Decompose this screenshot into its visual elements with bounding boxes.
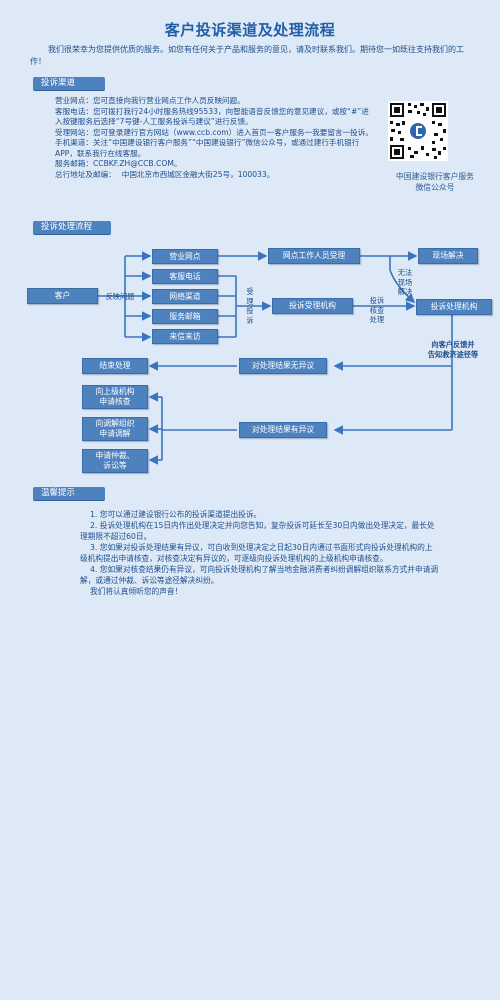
wechat-qr-code [388,101,448,161]
channel-mobile: 手机渠道：关注“中国建设银行客户服务”“中国建设银行”微信公众号，或通过建行手机… [55,138,360,158]
channel-address: 总行地址及邮编：中国北京市西城区金融大街25号，100033。 [55,169,275,179]
tip-closing: 我们将认真倾听您的声音！ [90,587,183,596]
node-onsite: 现场解决 [418,248,478,264]
label-verify: 投诉 核查 处理 [369,296,385,324]
node-arbitration: 申请仲裁、 诉讼等 [82,449,148,473]
section-tips-header: 温馨提示 [33,487,105,501]
node-channel-branch: 营业网点 [152,249,218,264]
node-channel-hotline: 客服电话 [152,269,218,284]
node-staff-accept: 网点工作人员受理 [268,248,360,264]
label-report: 反映问题 [105,292,135,301]
node-review-org: 向上级机构 申请核查 [82,385,148,409]
channel-email: 服务邮箱：CCBKF.ZH@CCB.COM。 [55,159,182,168]
node-complaint-org: 投诉受理机构 [272,298,353,314]
label-feedback: 向客户反馈并 告知救济途径等 [427,340,479,359]
node-channel-letter: 来信来访 [152,329,218,344]
tip-2: 2. 投诉处理机构在15日内作出处理决定并向您告知，复杂投诉可延长至30日内做出… [80,521,435,541]
section-process-header: 投诉处理流程 [33,221,111,235]
qr-caption: 中国建设银行客户服务 微信公众号 [396,172,474,192]
qr-icon [388,101,448,161]
tip-1: 1. 您可以通过建设银行公布的投诉渠道提出投诉。 [90,510,262,519]
label-accept: 受 理 投 诉 [246,287,254,325]
node-customer: 客户 [27,288,98,304]
node-mediation: 向调解组织 申请调解 [82,417,148,441]
page-title: 客户投诉渠道及处理流程 [164,21,336,39]
node-channel-network: 网络渠道 [152,289,218,304]
tips-list: 1. 您可以通过建设银行公布的投诉渠道提出投诉。 2. 投诉处理机构在15日内作… [80,509,440,597]
flow-connectors [98,251,453,465]
channel-hotline: 客服电话：您可拨打我行24小时服务热线95533，向智能语音反馈您的意见建议，或… [55,106,369,127]
channels-list: 营业网点：您可直接向我行营业网点工作人员反映问题。 客服电话：您可拨打我行24小… [55,96,373,180]
node-has-objection: 对处理结果有异议 [239,422,327,438]
channel-branch: 营业网点：您可直接向我行营业网点工作人员反映问题。 [55,96,245,105]
node-process-org: 投诉处理机构 [416,299,492,315]
label-cannot-onsite: 无法 现场 解决 [397,268,413,296]
channel-website: 受理网站：您可登录建行官方网站（www.ccb.com）进入首页一客户服务一我要… [55,127,373,137]
node-close: 结束处理 [82,358,148,374]
intro-text: 我们很荣幸为您提供优质的服务。如您有任何关于产品和服务的意见，请及时联系我们。期… [30,45,464,66]
section-channels-header: 投诉渠道 [33,77,105,91]
tip-3: 3. 您如果对投诉处理结果有异议，可自收到处理决定之日起30日内通过书面形式向投… [80,543,433,563]
node-no-objection: 对处理结果无异议 [239,358,327,374]
node-channel-email: 服务邮箱 [152,309,218,324]
tip-4: 4. 您如果对核查结果仍有异议，可向投诉处理机构了解当地金融消费者纠纷调解组织联… [80,565,439,585]
